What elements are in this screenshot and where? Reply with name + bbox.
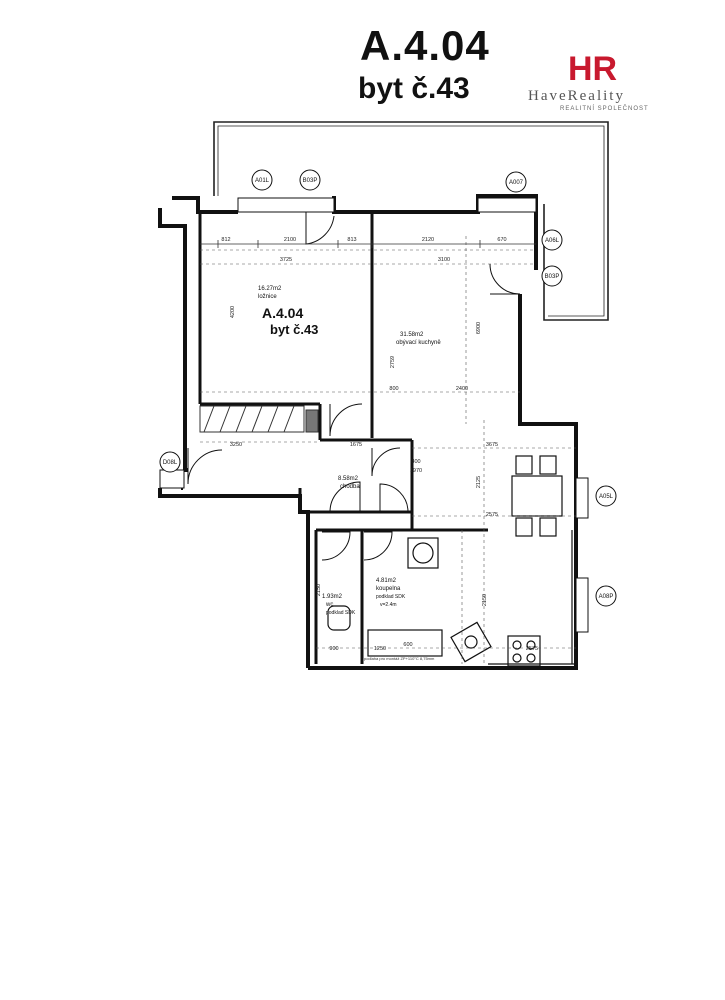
bath-fittings bbox=[327, 537, 443, 657]
terrace-outline bbox=[213, 121, 609, 321]
dim-d4: 2120 bbox=[422, 237, 434, 243]
storage-hatch bbox=[199, 405, 319, 433]
windows bbox=[159, 197, 589, 633]
dim-d14: 1675 bbox=[350, 442, 362, 448]
dim-d20: 1250 bbox=[374, 646, 386, 652]
dimension-ticks bbox=[200, 240, 536, 248]
room-bedroom-name: ložnice bbox=[258, 294, 277, 300]
dim-d19: 2150 bbox=[316, 584, 322, 596]
dim-d8: 4200 bbox=[230, 306, 236, 318]
room-bath-name: koupelna bbox=[376, 586, 401, 592]
brand-logo-icon: HR bbox=[568, 50, 617, 86]
dimension-lines bbox=[200, 236, 576, 664]
room-hall-name: chodba bbox=[340, 484, 360, 490]
dim-d6: 3725 bbox=[280, 257, 292, 263]
brand-tagline: REALITNÍ SPOLEČNOST bbox=[560, 106, 649, 112]
brand-logo-letters: HR bbox=[568, 50, 617, 86]
dim-d21: 2575 bbox=[486, 512, 498, 518]
dim-d16: 2125 bbox=[476, 476, 482, 488]
dim-d1: 812 bbox=[221, 237, 230, 243]
kitchen-fittings bbox=[450, 530, 576, 667]
tag-a06l: A06L bbox=[545, 238, 560, 244]
room-labels: 16.27m2 ložnice 31.58m2 obývací kuchyně … bbox=[258, 286, 441, 616]
dim-d7: 3100 bbox=[438, 257, 450, 263]
dim-d15: 3675 bbox=[486, 442, 498, 448]
plan-unit-label: A.4.04 bbox=[262, 305, 303, 321]
dim-d9: 6900 bbox=[476, 322, 482, 334]
room-hall-area: 8.58m2 bbox=[338, 476, 359, 482]
room-bath-area: 4.81m2 bbox=[376, 578, 397, 584]
dim-d18: 900 bbox=[329, 646, 338, 652]
plan-note: podlaha pro montáž ZP+110°C 8,75mm bbox=[364, 656, 435, 661]
dim-d11: 800 bbox=[389, 386, 398, 392]
dim-d10: 2759 bbox=[390, 356, 396, 368]
dim-d12: 2400 bbox=[456, 386, 468, 392]
room-bath-floor: podklad SDK bbox=[376, 594, 406, 600]
room-wc-area: 1.93m2 bbox=[322, 594, 343, 600]
room-wc-floor: podklad SDK bbox=[326, 610, 356, 616]
interior-walls bbox=[198, 214, 488, 664]
dim-d25: 2575 bbox=[526, 646, 538, 652]
tag-a08p: A08P bbox=[599, 594, 614, 600]
dim-d17: 800 bbox=[411, 459, 420, 465]
tag-bubbles bbox=[159, 169, 617, 607]
room-bath-height: v=2.4m bbox=[380, 602, 397, 608]
plan-apartment-label: byt č.43 bbox=[270, 322, 318, 337]
dim-d13: 3250 bbox=[230, 442, 242, 448]
brand-name: HaveReality bbox=[528, 88, 625, 104]
dim-d23: 600 bbox=[403, 642, 412, 648]
dim-d22: 1970 bbox=[410, 468, 422, 474]
tag-a007: A007 bbox=[509, 180, 524, 186]
dim-d2: 2100 bbox=[284, 237, 296, 243]
dim-d24: 2150 bbox=[482, 594, 488, 606]
tag-a01l: A01L bbox=[255, 178, 270, 184]
tag-left-door: D08L bbox=[163, 460, 178, 466]
tag-b03p-top: B03P bbox=[303, 178, 318, 184]
tag-a05l: A05L bbox=[599, 494, 614, 500]
dining-set bbox=[511, 455, 563, 537]
room-living-name: obývací kuchyně bbox=[396, 340, 441, 346]
tag-labels: A01L B03P A007 A06L B03P A05L A08P D08L bbox=[163, 178, 614, 600]
room-bedroom-area: 16.27m2 bbox=[258, 286, 282, 292]
dim-d3: 813 bbox=[347, 237, 356, 243]
unit-code-heading: A.4.04 bbox=[360, 22, 490, 69]
dim-d5: 670 bbox=[497, 237, 506, 243]
tag-b03p-right: B03P bbox=[545, 274, 560, 280]
room-wc-name: wc bbox=[325, 602, 333, 608]
dimension-values: 812 2100 813 2120 670 3725 3100 4200 690… bbox=[221, 237, 538, 652]
room-living-area: 31.58m2 bbox=[400, 332, 424, 338]
apartment-number-heading: byt č.43 bbox=[358, 72, 470, 105]
